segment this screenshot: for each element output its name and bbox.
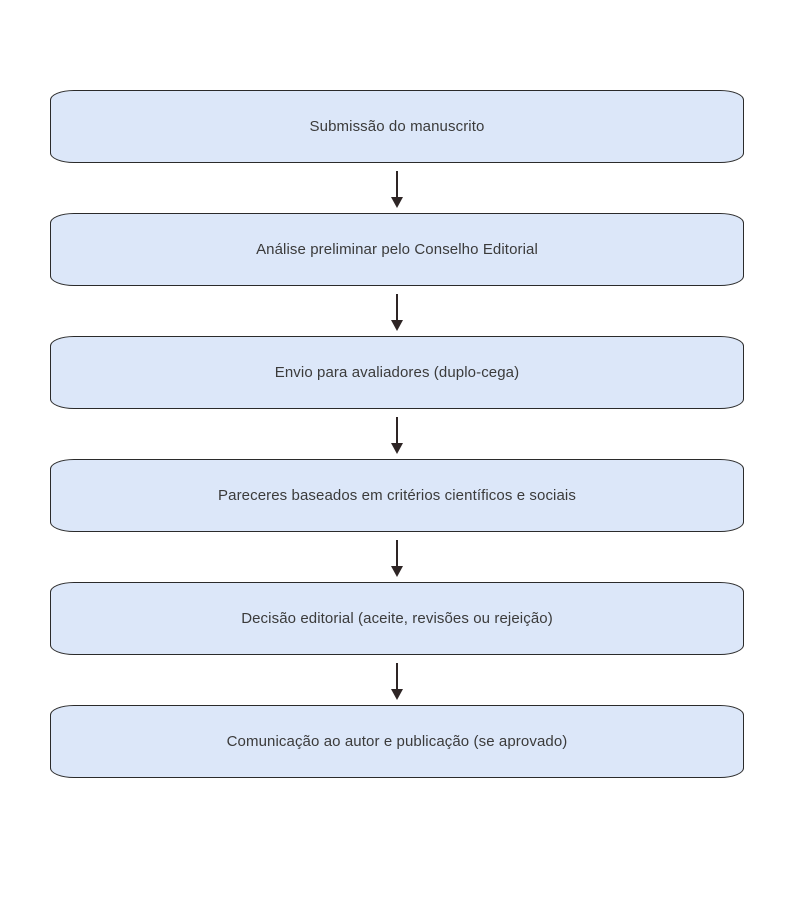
arrow-line [395, 294, 399, 320]
flowchart: Submissão do manuscrito Análise prelimin… [50, 90, 744, 778]
flow-node-submission: Submissão do manuscrito [50, 90, 744, 163]
arrow-line [395, 540, 399, 566]
flow-node-editorial-decision: Decisão editorial (aceite, revisões ou r… [50, 582, 744, 655]
arrow-down-icon [391, 443, 403, 454]
flow-node-label: Submissão do manuscrito [309, 118, 485, 135]
flow-arrow [50, 409, 744, 459]
flow-node-label: Análise preliminar pelo Conselho Editori… [256, 241, 538, 258]
flow-node-label: Envio para avaliadores (duplo-cega) [274, 364, 520, 381]
flow-node-preliminary-analysis: Análise preliminar pelo Conselho Editori… [50, 213, 744, 286]
flow-node-reviews: Pareceres baseados em critérios científi… [50, 459, 744, 532]
flow-arrow [50, 532, 744, 582]
flow-node-send-to-reviewers: Envio para avaliadores (duplo-cega) [50, 336, 744, 409]
arrow-down-icon [391, 566, 403, 577]
arrow-line [395, 663, 399, 689]
arrow-down-icon [391, 689, 403, 700]
flow-node-label: Decisão editorial (aceite, revisões ou r… [241, 610, 553, 627]
flow-arrow [50, 286, 744, 336]
flow-node-communication-publication: Comunicação ao autor e publicação (se ap… [50, 705, 744, 778]
arrow-down-icon [391, 197, 403, 208]
arrow-down-icon [391, 320, 403, 331]
flow-node-label: Pareceres baseados em critérios científi… [218, 487, 576, 504]
flow-arrow [50, 655, 744, 705]
flow-node-label: Comunicação ao autor e publicação (se ap… [226, 733, 568, 750]
arrow-line [395, 171, 399, 197]
flow-arrow [50, 163, 744, 213]
arrow-line [395, 417, 399, 443]
